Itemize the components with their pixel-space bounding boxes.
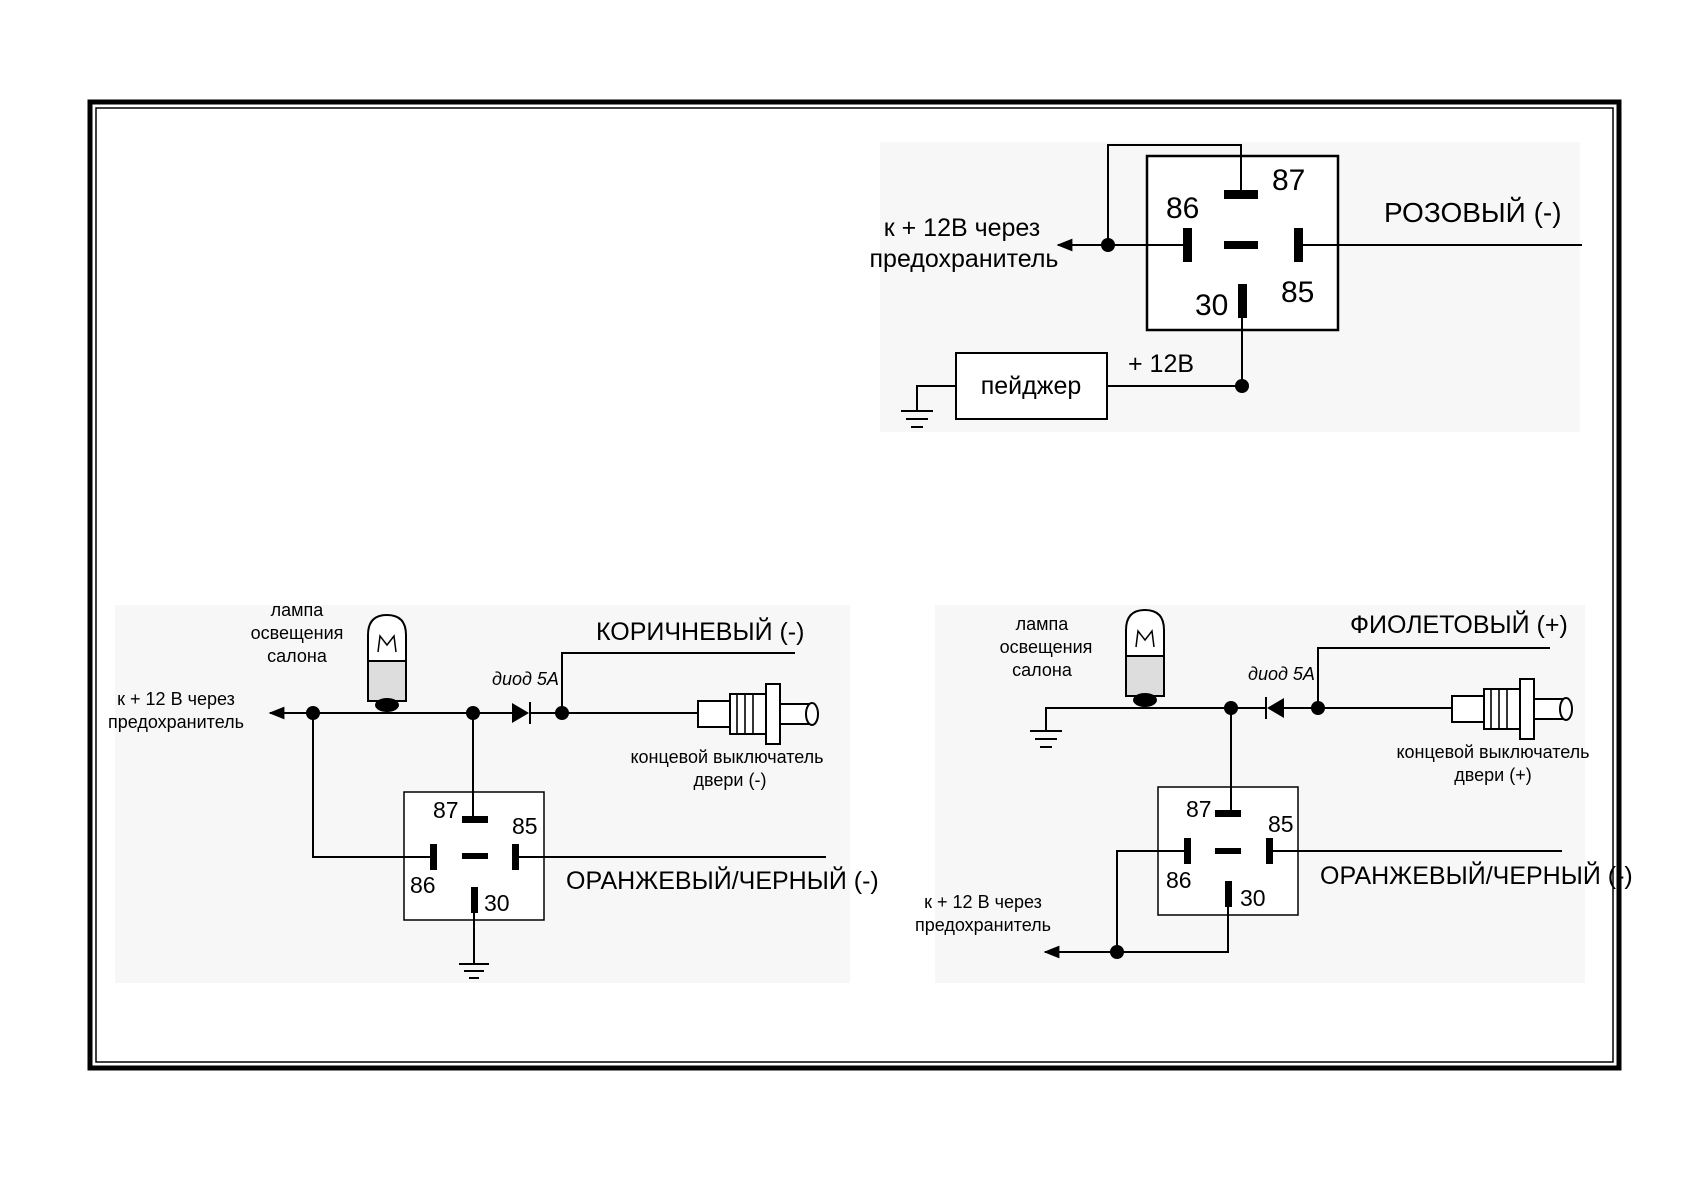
- top-pin-label-85: 85: [1281, 276, 1314, 309]
- top-pin-label-30: 30: [1195, 289, 1228, 322]
- right-ground-symbol: [1030, 730, 1062, 748]
- left-fuse-label-1: к + 12 В через: [117, 689, 235, 709]
- left-lamp-label-1: лампа: [271, 600, 325, 620]
- right-lamp-label-2: освещения: [1000, 637, 1093, 657]
- top-wire-pager-ground: [916, 385, 956, 410]
- left-wire-orange-label: ОРАНЖЕВЫЙ/ЧЕРНЫЙ (-): [566, 865, 879, 895]
- left-pin-label-87: 87: [433, 797, 459, 823]
- top-relay-pin-86: [1183, 228, 1192, 262]
- top-wire-pink-label: РОЗОВЫЙ (-): [1384, 197, 1562, 228]
- left-relay-pin-85: [512, 844, 519, 870]
- top-relay-pin-30: [1238, 284, 1247, 318]
- right-wire-orange-label: ОРАНЖЕВЫЙ/ЧЕРНЫЙ (-): [1320, 860, 1633, 890]
- left-pin-label-30: 30: [484, 890, 510, 916]
- top-ground-symbol: [901, 410, 933, 428]
- left-ground-symbol: [459, 963, 489, 979]
- right-pin-label-87: 87: [1186, 796, 1212, 822]
- right-switch-label-1: концевой выключатель: [1396, 742, 1589, 762]
- right-relay-pin-30: [1225, 881, 1232, 907]
- right-relay-pin-86: [1184, 838, 1191, 864]
- top-fuse-label-1: к + 12В через: [884, 214, 1041, 242]
- right-wire-86: [1116, 850, 1184, 952]
- right-wire-violet: [1317, 647, 1550, 708]
- right-relay-pin-center: [1215, 848, 1241, 854]
- top-wire-87-loop: [1107, 144, 1242, 245]
- left-relay-pin-center: [462, 853, 488, 859]
- left-fuse-label-2: предохранитель: [108, 712, 244, 732]
- right-relay-pin-87: [1215, 810, 1241, 817]
- page-frame: [87, 99, 1622, 1071]
- left-pin-label-85: 85: [512, 813, 538, 839]
- right-door-switch-icon: [1451, 678, 1573, 740]
- left-circuit: 87 86 85 30 лампа освещения салона к + 1…: [108, 600, 879, 979]
- right-lamp-icon: [1125, 608, 1165, 707]
- top-junction-30: [1235, 379, 1249, 393]
- left-wire-brown-label: КОРИЧНЕВЫЙ (-): [596, 616, 804, 646]
- left-switch-label-1: концевой выключатель: [630, 747, 823, 767]
- pager-box: [955, 352, 1108, 420]
- top-fuse-label-2: предохранитель: [870, 245, 1059, 273]
- right-wire-30: [1117, 907, 1229, 953]
- top-circuit: 87 86 85 30 пейджер к + 12В через предох…: [870, 144, 1582, 428]
- left-lamp-label-3: салона: [267, 646, 328, 666]
- left-switch-label-2: двери (-): [694, 770, 767, 790]
- left-lamp-label-2: освещения: [251, 623, 344, 643]
- right-switch-label-2: двери (+): [1454, 765, 1531, 785]
- right-pin-label-85: 85: [1268, 811, 1294, 837]
- right-lamp-label-3: салона: [1012, 660, 1073, 680]
- right-fuse-label-2: предохранитель: [915, 915, 1051, 935]
- left-lamp-icon: [367, 613, 407, 712]
- left-door-switch-icon: [697, 683, 819, 745]
- left-wire-86: [312, 713, 430, 858]
- left-relay-pin-86: [430, 844, 437, 870]
- pager-label: пейджер: [981, 372, 1082, 400]
- top-relay-pin-center: [1224, 241, 1258, 249]
- left-pin-label-86: 86: [410, 872, 436, 898]
- right-wire-violet-label: ФИОЛЕТОВЫЙ (+): [1350, 609, 1568, 639]
- left-relay-pin-87: [462, 816, 488, 823]
- right-lamp-label-1: лампа: [1016, 614, 1070, 634]
- top-pin-label-87: 87: [1272, 164, 1305, 197]
- top-pin-label-86: 86: [1166, 192, 1199, 225]
- left-wire-brown: [561, 652, 795, 713]
- right-diode-label: диод 5А: [1248, 664, 1315, 684]
- top-junction-86: [1101, 238, 1115, 252]
- right-junction-fuse: [1110, 945, 1124, 959]
- right-wire-main: [1045, 707, 1228, 730]
- left-diode-label: диод 5А: [492, 669, 559, 689]
- right-pin-label-86: 86: [1166, 867, 1192, 893]
- top-relay-pin-87: [1224, 190, 1258, 199]
- top-plus12-label: + 12В: [1128, 350, 1194, 378]
- left-relay-pin-30: [471, 887, 478, 913]
- right-relay-pin-85: [1266, 838, 1273, 864]
- right-fuse-label-1: к + 12 В через: [924, 892, 1042, 912]
- right-pin-label-30: 30: [1240, 885, 1266, 911]
- top-relay-pin-85: [1294, 228, 1303, 262]
- right-circuit: 87 86 85 30 лампа освещения салона диод …: [915, 608, 1633, 959]
